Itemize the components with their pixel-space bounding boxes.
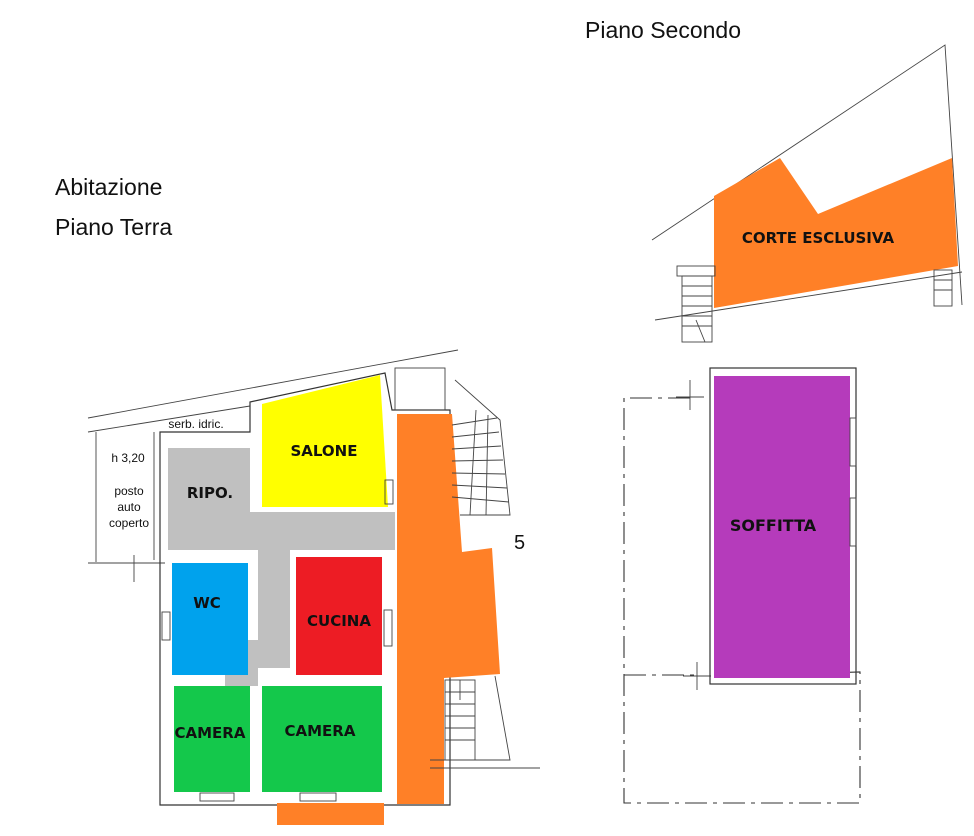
ground-floor-title-line2: Piano Terra [55,214,172,240]
posto-auto-line1: posto [114,484,144,498]
ripo-label: RIPO. [187,484,233,502]
posto-auto-line3: coperto [109,516,149,530]
lower-stairs [430,675,540,769]
ground-floor-plan [87,349,540,825]
wc-label: WC [193,594,221,612]
camera-left-room [174,686,250,792]
window [384,479,394,505]
stair-landing [394,367,446,411]
window [299,792,337,802]
cucina-label: CUCINA [307,612,371,630]
corte-esclusiva-area [714,158,958,308]
wc-room [172,563,248,675]
window [161,611,171,641]
site-boundary-line [654,271,963,321]
camera-right-label: CAMERA [285,722,356,740]
salone-label: SALONE [291,442,358,460]
ripo-room [168,448,250,550]
serb-idric-label: serb. idric. [168,417,223,431]
ground-floor-title-line1: Abitazione [55,174,162,200]
courtyard-entrance [277,803,384,825]
site-boundary-line [87,349,459,419]
cucina-room [296,557,382,675]
site-boundary-line [651,44,963,306]
window [849,497,857,547]
site-boundary-line [87,405,251,433]
window [849,417,857,467]
courtyard-strip [397,414,500,804]
salone-room [262,375,388,507]
corte-esclusiva-label: CORTE ESCLUSIVA [742,229,895,247]
height-label: h 3,20 [111,451,145,465]
second-floor-title: Piano Secondo [585,17,741,43]
second-floor-plan [623,44,963,804]
camera-right-room [262,686,382,792]
ground-floor-outline [159,372,451,806]
lower-floor-outline [623,397,861,804]
soffitta-label: SOFFITTA [730,516,817,535]
number-label: 5 [514,532,525,554]
external-stairs [451,379,511,516]
window [383,609,393,647]
soffitta-room [714,376,850,678]
upper-stairs [676,265,716,343]
small-stairs [933,269,953,307]
camera-left-label: CAMERA [175,724,246,742]
window [199,792,235,802]
posto-auto-line2: auto [117,500,141,514]
